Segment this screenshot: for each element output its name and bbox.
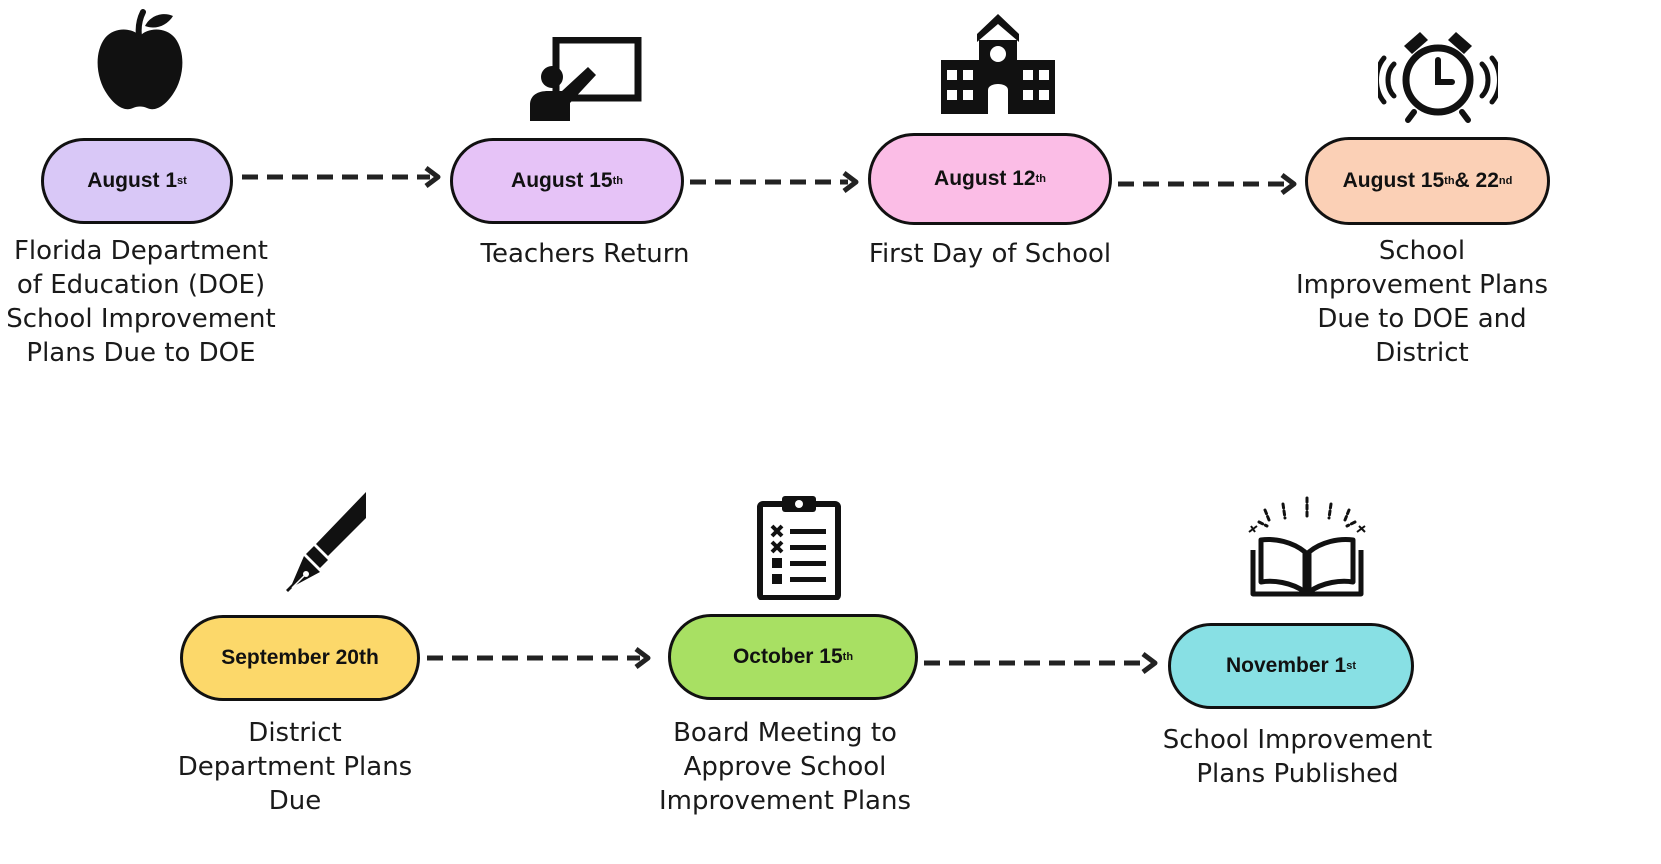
pill-date-mid: & 22 <box>1454 169 1499 192</box>
open-book-icon <box>1248 496 1366 597</box>
fountain-pen-icon <box>286 492 366 592</box>
arrow-connector <box>427 647 651 669</box>
arrow-connector <box>1118 173 1297 195</box>
pill-date-main: August 12 <box>934 167 1036 190</box>
pill-date-main: August 15 <box>1342 169 1445 192</box>
teacher-board-icon <box>530 37 642 121</box>
arrow-connector <box>242 166 441 188</box>
pill-date-main: October 15 <box>732 645 843 668</box>
milestone-description: Board Meeting to Approve School Improvem… <box>658 718 912 816</box>
milestone-pill-sep-20: September 20th <box>180 615 420 701</box>
milestone-description: District Department Plans Due <box>177 718 413 816</box>
milestone-description: School Improvement Plans Published <box>1162 725 1433 789</box>
alarm-clock-icon <box>1378 32 1498 123</box>
apple-icon <box>97 9 183 110</box>
milestone-description: School Improvement Plans Due to DOE and … <box>1295 236 1549 368</box>
milestone-description: Teachers Return <box>480 239 690 269</box>
pill-date-main: September 20th <box>221 646 379 669</box>
arrow-connector <box>924 652 1158 674</box>
pill-date-main: November 1 <box>1226 654 1347 677</box>
clipboard-checklist-icon <box>757 496 841 600</box>
pill-date-main: August 15 <box>511 169 613 192</box>
milestone-description: First Day of School <box>868 239 1112 269</box>
pill-date-main: August 1 <box>87 169 178 192</box>
milestone-description: Florida Department of Education (DOE) Sc… <box>6 236 276 368</box>
arrow-connector <box>690 171 859 193</box>
school-building-icon <box>941 14 1055 114</box>
